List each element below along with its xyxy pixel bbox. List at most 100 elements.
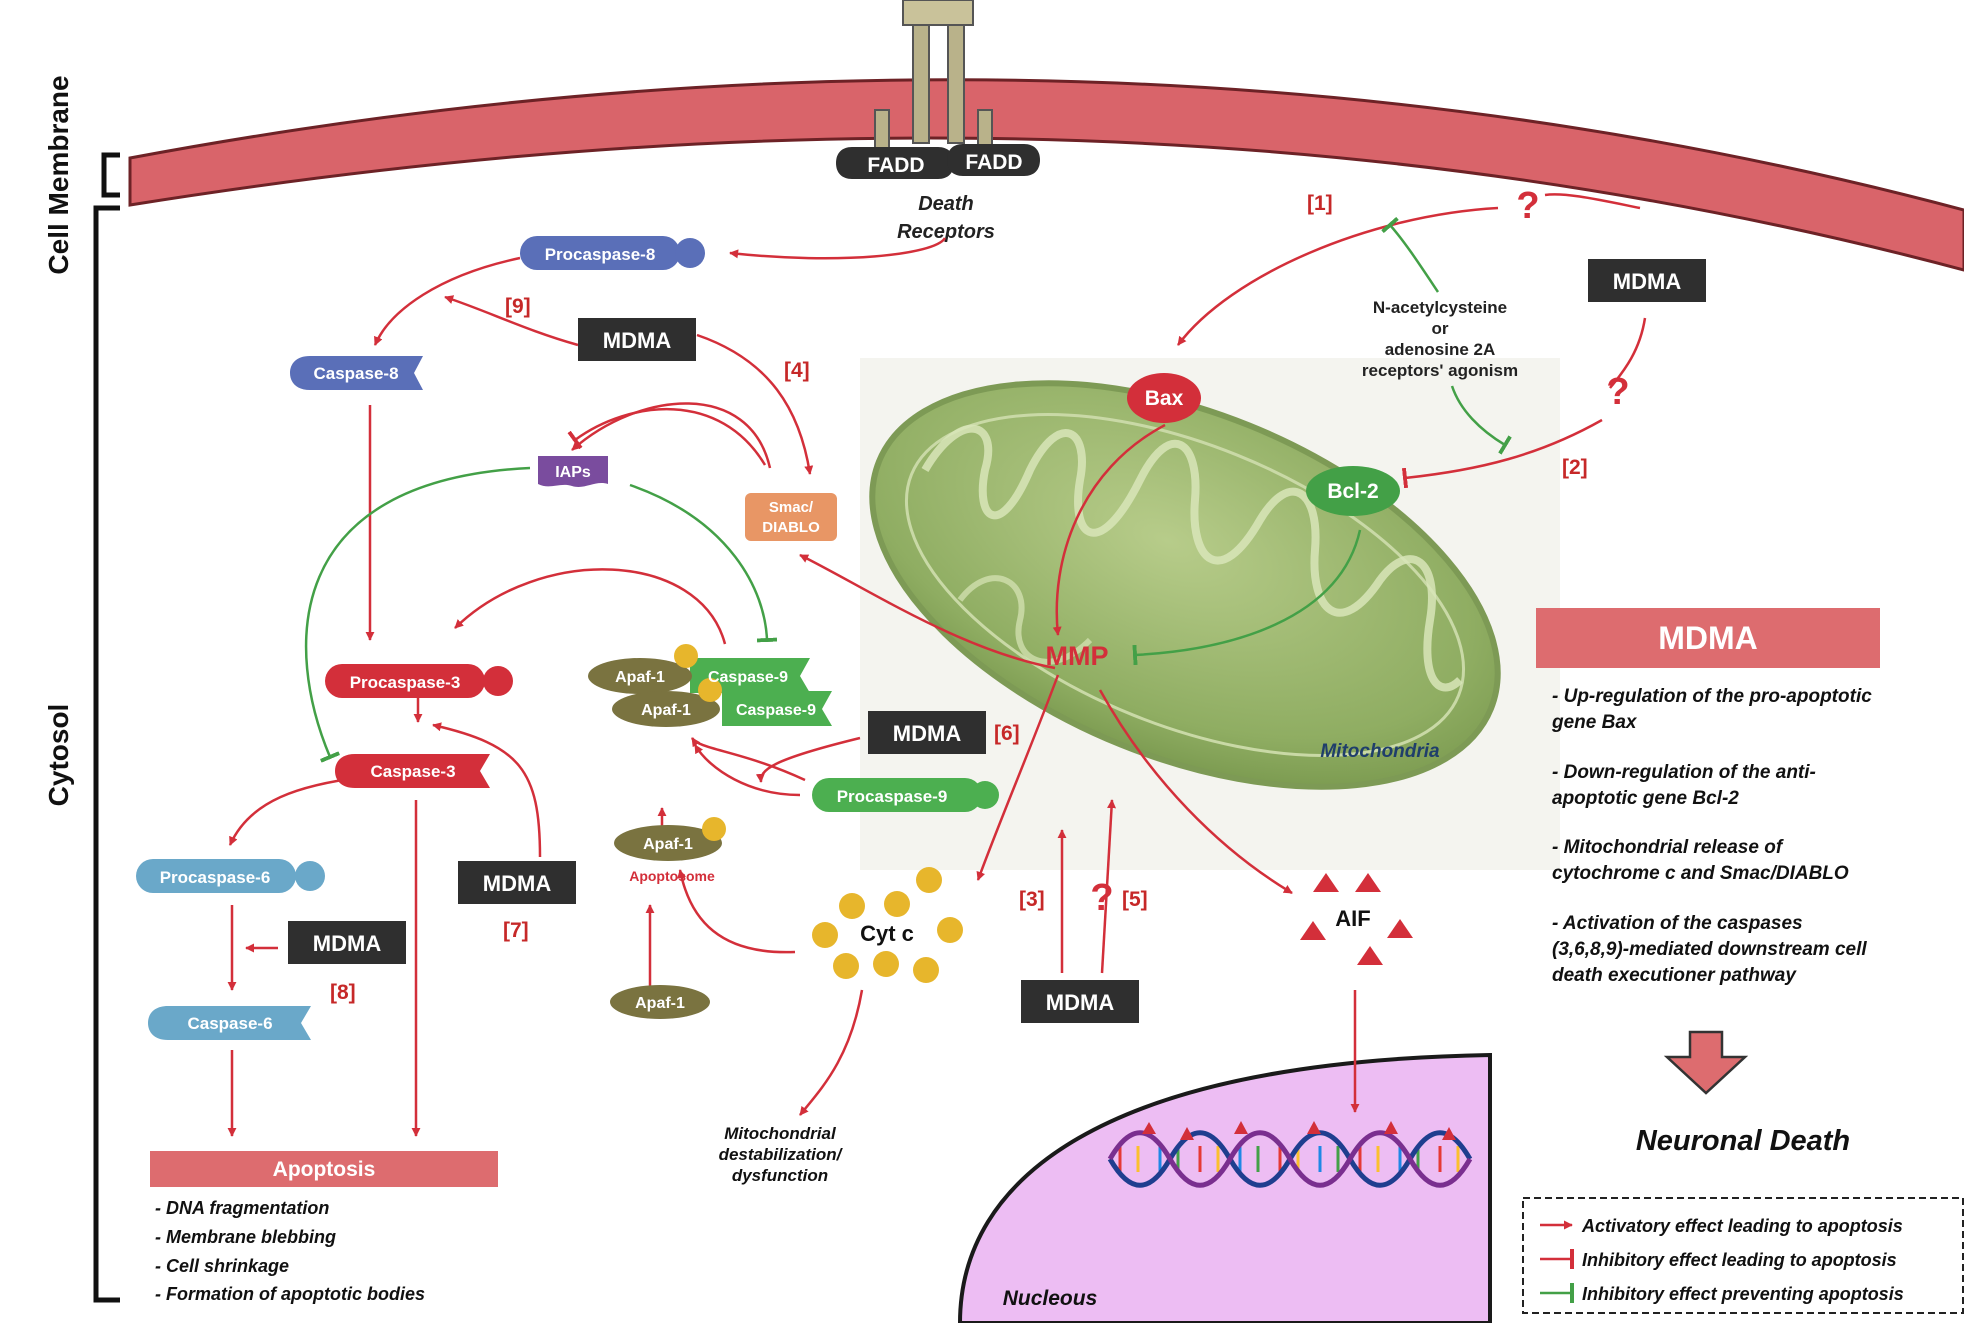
mmp-label: MMP (1046, 641, 1109, 671)
svg-text:MDMA: MDMA (313, 931, 382, 956)
summary-item-3-line-1: - Mitochondrial release of (1552, 837, 1784, 858)
legend: Activatory effect leading to apoptosis I… (1522, 1197, 1964, 1314)
nucleus (957, 1052, 1492, 1323)
mito-dysfunction-line-1: Mitochondrial (724, 1124, 837, 1143)
apoptosome-complex: Apaf-1 Caspase-9 Apaf-1 Caspase-9 (588, 644, 832, 727)
svg-text:MDMA: MDMA (603, 328, 672, 353)
mdma-box-6: MDMA (868, 711, 986, 754)
death-receptor (874, 0, 993, 149)
summary-item-4-line-1: - Activation of the caspases (1552, 913, 1803, 934)
svg-text:MDMA: MDMA (483, 871, 552, 896)
nac-line-1: N-acetylcysteine (1373, 298, 1507, 317)
activation-arrows (227, 193, 1647, 1137)
apaf-1-bottom: Apaf-1 (610, 985, 710, 1019)
summary-item-2-line-1: - Down-regulation of the anti- (1552, 762, 1816, 783)
inhibition-arrows-green (304, 216, 1512, 763)
question-mark-2: ? (1606, 371, 1629, 413)
mitochondria-label: Mitochondria (1320, 741, 1440, 762)
nac-line-2: or (1432, 319, 1449, 338)
summary-item-1-line-2: gene Bax (1551, 712, 1638, 733)
svg-text:AIF: AIF (1335, 906, 1370, 931)
membrane-bracket (101, 152, 120, 198)
svg-text:Procaspase-3: Procaspase-3 (350, 673, 461, 692)
nucleus-label: Nucleous (1003, 1287, 1098, 1310)
apoptosome-label: Apoptosome (629, 868, 715, 884)
cytochrome-c: Cyt c (812, 867, 963, 983)
mdma-box-9: MDMA (578, 318, 696, 361)
aif: AIF (1300, 873, 1413, 965)
question-mark-5: ? (1090, 877, 1113, 919)
mdma-box-8: MDMA (288, 921, 406, 964)
cytosol-bracket (93, 205, 120, 1303)
summary-item-4-line-2: (3,6,8,9)-mediated downstream cell (1552, 939, 1867, 960)
caspase-6: Caspase-6 (148, 1006, 311, 1040)
svg-text:Procaspase-9: Procaspase-9 (837, 787, 948, 806)
summary-item-3-line-2: cytochrome c and Smac/DIABLO (1552, 863, 1849, 884)
svg-text:Procaspase-8: Procaspase-8 (545, 245, 656, 264)
nac-line-4: receptors' agonism (1362, 361, 1518, 380)
svg-text:Apaf-1: Apaf-1 (641, 702, 691, 719)
summary-item-1-line-1: - Up-regulation of the pro-apoptotic (1552, 686, 1872, 707)
svg-text:Caspase-9: Caspase-9 (708, 669, 788, 686)
inhibition-arrows-red (567, 408, 1603, 489)
fadd-left: FADD (836, 147, 954, 179)
mito-dysfunction-line-2: destabilization/ (719, 1145, 844, 1164)
neuronal-death-label: Neuronal Death (1636, 1125, 1850, 1157)
apoptosis-item-4: - Formation of apoptotic bodies (155, 1284, 425, 1304)
legend-item-2: Inhibitory effect leading to apoptosis (1582, 1250, 1897, 1270)
legend-item-3: Inhibitory effect preventing apoptosis (1582, 1284, 1904, 1304)
step-1-label: [1] (1307, 192, 1333, 215)
bax: Bax (1127, 373, 1201, 423)
svg-text:MDMA: MDMA (1613, 269, 1682, 294)
svg-text:Caspase-9: Caspase-9 (736, 702, 816, 719)
iaps: IAPs (538, 456, 608, 487)
death-receptors-label-2: Receptors (897, 221, 995, 243)
svg-text:Procaspase-6: Procaspase-6 (160, 868, 271, 887)
cell-membrane (128, 78, 1964, 272)
svg-text:Caspase-8: Caspase-8 (313, 364, 398, 383)
caspase-3: Caspase-3 (335, 754, 490, 788)
step-9-label: [9] (505, 295, 531, 318)
death-receptors-label-1: Death (918, 193, 974, 215)
svg-text:Caspase-3: Caspase-3 (370, 762, 455, 781)
smac-diablo: Smac/ DIABLO (745, 493, 837, 541)
legend-item-1: Activatory effect leading to apoptosis (1581, 1216, 1903, 1236)
svg-text:Smac/: Smac/ (769, 499, 814, 516)
mdma-box-1-2: MDMA (1588, 259, 1706, 302)
apoptosis-title: Apoptosis (273, 1158, 376, 1181)
svg-text:DIABLO: DIABLO (762, 519, 820, 536)
mito-dysfunction-line-3: dysfunction (732, 1166, 828, 1185)
procaspase-9: Procaspase-9 (812, 778, 999, 812)
svg-text:FADD: FADD (965, 151, 1022, 174)
question-mark-1: ? (1516, 185, 1539, 227)
svg-text:Apaf-1: Apaf-1 (635, 995, 685, 1012)
summary-item-2-line-2: apoptotic gene Bcl-2 (1552, 788, 1739, 809)
cytosol-label: Cytosol (43, 704, 74, 807)
down-arrow-icon (1663, 1030, 1749, 1095)
apaf-1-middle: Apaf-1 (614, 817, 726, 861)
bcl-2: Bcl-2 (1306, 466, 1400, 516)
procaspase-6: Procaspase-6 (136, 859, 325, 893)
svg-text:Apaf-1: Apaf-1 (615, 669, 665, 686)
svg-text:Apaf-1: Apaf-1 (643, 836, 693, 853)
step-2-label: [2] (1562, 456, 1588, 479)
svg-text:MDMA: MDMA (1046, 990, 1115, 1015)
cell-membrane-label: Cell Membrane (43, 75, 74, 274)
nac-line-3: adenosine 2A (1385, 340, 1496, 359)
step-7-label: [7] (503, 919, 529, 942)
step-3-label: [3] (1019, 888, 1045, 911)
mdma-box-3-5: MDMA (1021, 980, 1139, 1023)
procaspase-3: Procaspase-3 (325, 664, 513, 698)
apoptosis-item-2: - Membrane blebbing (155, 1227, 336, 1247)
svg-text:Cyt c: Cyt c (860, 921, 914, 946)
svg-text:Caspase-6: Caspase-6 (187, 1014, 272, 1033)
mdma-box-7: MDMA (458, 861, 576, 904)
summary-item-4-line-3: death executioner pathway (1552, 965, 1797, 986)
caspase-8: Caspase-8 (290, 356, 423, 390)
dna-helix (1107, 1121, 1473, 1188)
apoptosis-item-3: - Cell shrinkage (155, 1256, 289, 1276)
fadd-right: FADD (947, 144, 1040, 176)
summary-title: MDMA (1658, 620, 1758, 656)
summary-panel: MDMA (1536, 608, 1880, 668)
